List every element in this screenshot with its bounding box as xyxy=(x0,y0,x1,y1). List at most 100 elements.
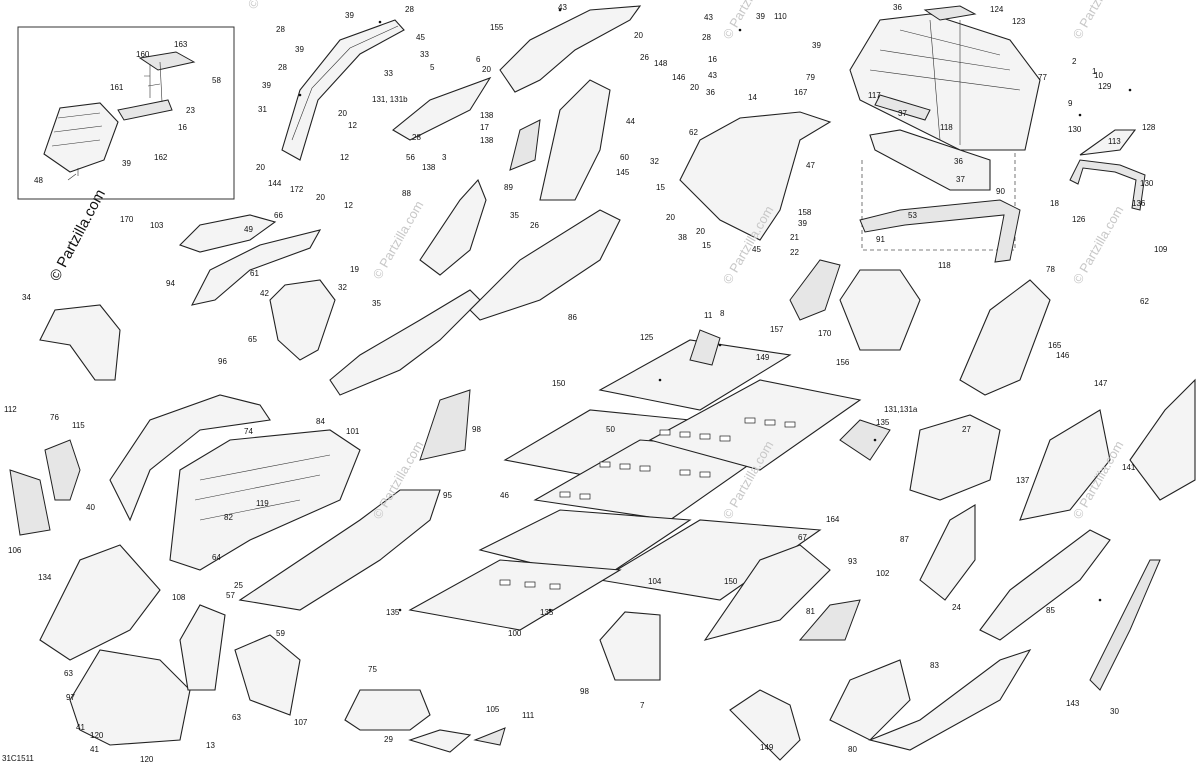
rail-90-91 xyxy=(859,199,1021,263)
part-label-p57: 57 xyxy=(226,591,235,600)
part-label-p115: 115 xyxy=(72,421,85,430)
part-label-p74: 74 xyxy=(244,427,253,436)
part-label-p167: 167 xyxy=(794,88,808,97)
part-label-p118a: 118 xyxy=(940,123,953,132)
part-label-p21: 21 xyxy=(790,233,799,242)
part-label-p79: 79 xyxy=(806,73,815,82)
part-label-p102: 102 xyxy=(876,569,890,578)
part-label-p144: 144 xyxy=(268,179,282,188)
part-label-p135b: 135 xyxy=(386,608,400,617)
part-label-p80a: 80 xyxy=(848,745,857,754)
part-label-p164: 164 xyxy=(826,515,840,524)
part-label-p41a: 41 xyxy=(76,723,85,732)
part-label-p107: 107 xyxy=(294,718,308,727)
part-label-p109: 109 xyxy=(1154,245,1168,254)
fender-panel-155 xyxy=(499,5,642,93)
part-label-p17a: 17 xyxy=(480,123,489,132)
part-label-p118b: 118 xyxy=(938,261,951,270)
part-label-p124: 124 xyxy=(990,5,1004,14)
panel-137 xyxy=(1019,409,1111,521)
part-label-p150a: 150 xyxy=(552,379,566,388)
part-label-p49a: 49 xyxy=(244,225,253,234)
bracket-76 xyxy=(44,439,81,501)
part-label-p53: 53 xyxy=(908,211,917,220)
part-label-p108: 108 xyxy=(172,593,186,602)
part-label-p24: 24 xyxy=(952,603,961,612)
part-label-p3a: 3 xyxy=(442,153,447,162)
part-label-p14a: 14 xyxy=(748,93,757,102)
cover-105 xyxy=(408,729,472,753)
floor-150-rear xyxy=(598,339,792,411)
part-label-p165: 165 xyxy=(1048,341,1062,350)
part-label-p26a: 26 xyxy=(640,53,649,62)
panel-88 xyxy=(419,178,487,276)
part-label-p20b: 20 xyxy=(256,163,265,172)
panel-81 xyxy=(798,599,861,641)
part-label-p146b: 146 xyxy=(1056,351,1070,360)
rocker-84 xyxy=(329,289,481,396)
part-label-p143: 143 xyxy=(1066,699,1080,708)
part-label-p131a: 131,131a xyxy=(884,405,918,414)
part-label-p94: 94 xyxy=(166,279,175,288)
panel-98b xyxy=(599,611,661,681)
part-label-p120b: 120 xyxy=(140,755,154,764)
clip-111 xyxy=(473,727,506,746)
left-rail-panel xyxy=(281,19,405,161)
part-label-p120a: 120 xyxy=(90,731,104,740)
part-label-p95: 95 xyxy=(443,491,452,500)
panel-157 xyxy=(789,259,841,321)
part-label-p91: 91 xyxy=(876,235,885,244)
rack-strip-117 xyxy=(874,94,931,121)
part-label-p59: 59 xyxy=(276,629,285,638)
inset-bracket-162 xyxy=(117,99,173,121)
part-label-p105: 105 xyxy=(486,705,500,714)
part-label-p35a: 35 xyxy=(510,211,519,220)
part-label-p5a: 5 xyxy=(430,63,435,72)
part-label-p28b: 28 xyxy=(276,25,285,34)
left-upper-rails xyxy=(281,19,405,161)
part-label-p50: 50 xyxy=(606,425,615,434)
rack-tray-118 xyxy=(869,129,991,191)
part-label-p136: 136 xyxy=(1132,199,1146,208)
part-label-p36a: 36 xyxy=(706,88,715,97)
part-label-p137: 137 xyxy=(1016,476,1030,485)
leader-dots xyxy=(298,8,1132,612)
part-label-p45a: 45 xyxy=(416,33,425,42)
part-label-p41b: 41 xyxy=(90,745,99,754)
part-label-p158: 158 xyxy=(798,208,812,217)
part-label-p81: 81 xyxy=(806,607,815,616)
part-label-p98b: 98 xyxy=(580,687,589,696)
panel-80 xyxy=(829,659,911,741)
panel-95 xyxy=(238,489,441,611)
part-label-p15b: 15 xyxy=(702,241,711,250)
part-label-inset-39: 39 xyxy=(122,159,131,168)
part-label-p123: 123 xyxy=(1012,17,1026,26)
part-label-p40: 40 xyxy=(86,503,95,512)
figure-code: 31C1511 xyxy=(2,754,34,763)
part-label-p97: 97 xyxy=(66,693,75,702)
floor-panels xyxy=(408,329,891,631)
part-label-p63b: 63 xyxy=(232,713,241,722)
part-label-p156: 156 xyxy=(836,358,850,367)
part-label-p20e: 20 xyxy=(482,65,491,74)
part-label-p43a: 43 xyxy=(558,3,567,12)
bracket-125 xyxy=(689,329,721,366)
panel-131a xyxy=(909,414,1001,501)
part-label-p148: 148 xyxy=(654,59,668,68)
front-grille-97 xyxy=(69,649,191,746)
part-label-p62b: 62 xyxy=(1140,297,1149,306)
part-label-p110: 110 xyxy=(774,12,787,21)
part-label-p34a: 34 xyxy=(22,293,31,302)
part-label-p20d: 20 xyxy=(634,31,643,40)
side-part-34 xyxy=(39,304,121,381)
part-label-p20a: 20 xyxy=(338,109,347,118)
fender-96 xyxy=(109,394,271,522)
part-label-p60a: 60 xyxy=(620,153,629,162)
part-label-p44a: 44 xyxy=(626,117,635,126)
part-label-p28a: 28 xyxy=(405,5,414,14)
part-label-p20g: 20 xyxy=(666,213,675,222)
part-label-p1: 1 xyxy=(1092,67,1097,76)
part-label-p141: 141 xyxy=(1122,463,1136,472)
panel-149b xyxy=(729,689,801,761)
